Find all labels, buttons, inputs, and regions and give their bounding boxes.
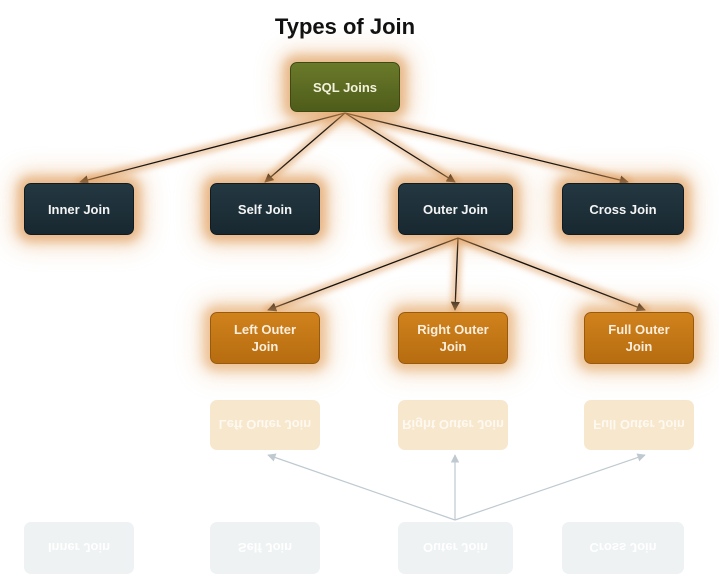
edge-sql-to-inner — [79, 112, 346, 185]
node-full-outer-join: Full Outer Join — [584, 312, 694, 364]
node-label: Full Outer Join — [608, 322, 670, 354]
node-label: Left Outer Join — [233, 322, 297, 354]
node-sql-joins: SQL Joins — [290, 62, 400, 112]
edge-outer-to-full — [457, 237, 646, 312]
node-outer-join: Outer Join — [398, 183, 513, 235]
node-cross-join: Cross Join — [562, 183, 684, 235]
node-inner-join: Inner Join — [24, 183, 134, 235]
node-label: Cross Join — [589, 201, 657, 217]
node-label: Outer Join — [422, 201, 488, 217]
node-label: Inner Join — [47, 201, 111, 217]
node-left-outer-join: Left Outer Join — [210, 312, 320, 364]
node-label: SQL Joins — [312, 79, 378, 95]
reflected-edge-full — [454, 453, 646, 521]
edge-sql-to-self — [264, 112, 346, 183]
edge-sql-to-outer — [344, 112, 456, 183]
edge-outer-to-right — [450, 237, 460, 311]
node-label: Right Outer Join — [417, 322, 489, 354]
node-self-join: Self Join — [210, 183, 320, 235]
edge-outer-to-left — [267, 237, 459, 312]
node-right-outer-join: Right Outer Join — [398, 312, 508, 364]
reflected-edge-left — [267, 453, 456, 521]
diagram-title: Types of Join — [274, 14, 416, 39]
node-label: Self Join — [237, 201, 293, 217]
edge-sql-to-cross — [344, 112, 629, 185]
